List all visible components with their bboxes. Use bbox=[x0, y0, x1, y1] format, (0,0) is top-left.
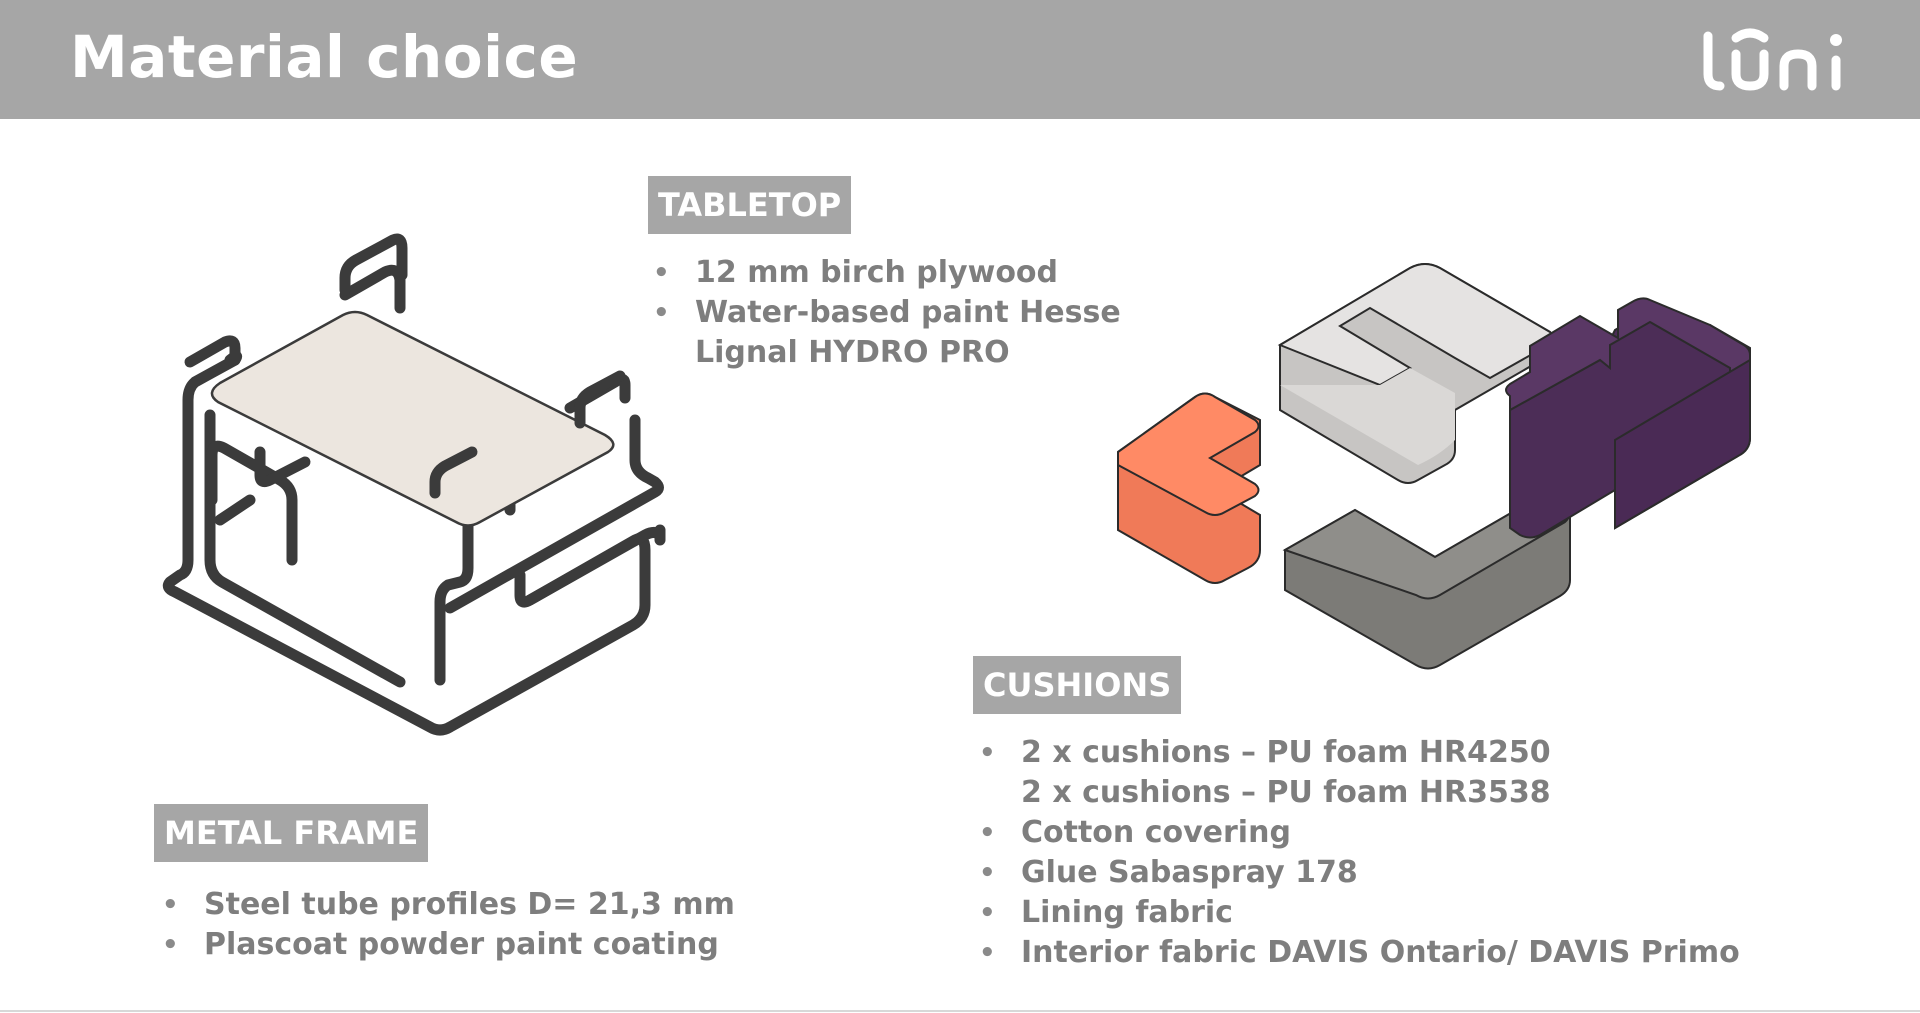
bullet-item: Plascoat powder paint coating bbox=[158, 925, 735, 965]
bullet-item: Cotton covering bbox=[975, 813, 1740, 853]
tabletop-list: 12 mm birch plywoodWater-based paint Hes… bbox=[649, 253, 1121, 373]
bullet-item: 12 mm birch plywood bbox=[649, 253, 1121, 293]
luni-logo bbox=[1703, 28, 1842, 91]
metal-frame-label: METAL FRAME bbox=[154, 804, 429, 862]
header-bar: Material choice bbox=[0, 0, 1920, 119]
bullet-item: Glue Sabaspray 178 bbox=[975, 853, 1740, 893]
cushions-illustration bbox=[1117, 263, 1751, 670]
tabletop-label: TABLETOP bbox=[648, 176, 852, 234]
metal-frame-list: Steel tube profiles D= 21,3 mmPlascoat p… bbox=[158, 885, 735, 965]
cushions-label: CUSHIONS bbox=[973, 656, 1182, 714]
bullet-item: 2 x cushions – PU foam HR3538 bbox=[1021, 775, 1551, 810]
bullet-item: Interior fabric DAVIS Ontario/ DAVIS Pri… bbox=[975, 933, 1740, 973]
bullet-item: 2 x cushions – PU foam HR4250 bbox=[975, 733, 1740, 773]
page-title: Material choice bbox=[70, 23, 579, 91]
bullet-item: Lining fabric bbox=[975, 893, 1740, 933]
bullet-item: Water-based paint Hesse bbox=[649, 293, 1121, 333]
bullet-item: Lignal HYDRO PRO bbox=[695, 335, 1010, 370]
footer-divider bbox=[0, 1010, 1920, 1012]
metal-frame-illustration bbox=[162, 233, 666, 736]
bullet-item: Steel tube profiles D= 21,3 mm bbox=[158, 885, 735, 925]
